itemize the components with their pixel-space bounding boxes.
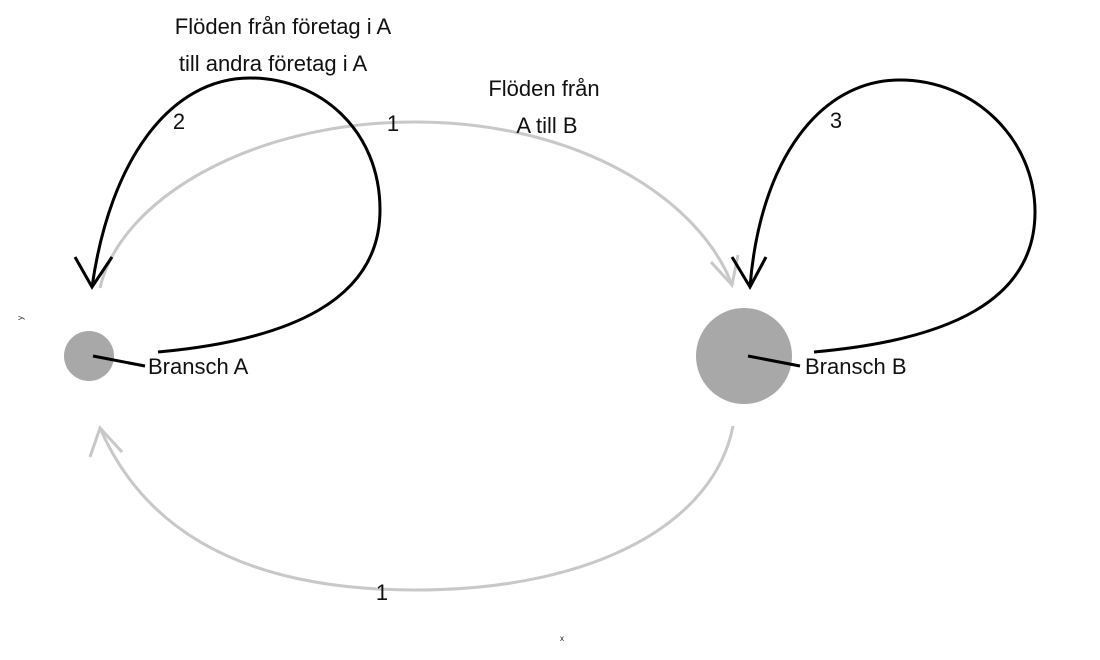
edge-b-to-b [730,78,1037,354]
edge-a-to-a [73,76,382,354]
node-b-leader-line [747,354,801,368]
edge-b-to-a-arrowhead [88,425,124,458]
edge-a-to-b-weight: 1 [387,111,399,136]
node-a-leader-line [92,354,146,368]
edge-a-to-a-arrowhead [73,256,114,290]
node-a-label: Bransch A [148,354,249,379]
node-b-circle[interactable] [696,308,792,404]
edge-a-to-b-line [98,120,734,289]
annotation-within-a-line-2: till andra företag i A [179,51,368,76]
edge-a-to-a-weight: 2 [173,109,185,134]
edge-a-to-b [98,120,740,289]
edge-b-to-b-weight: 3 [830,108,842,133]
edge-b-to-a [88,425,735,592]
edge-b-to-b-line [748,78,1037,354]
edge-b-to-a-weight: 1 [376,580,388,605]
edge-b-to-a-line [98,425,735,592]
axis-x-label: x [560,634,564,643]
edge-a-to-a-line [90,76,382,354]
node-b-label: Bransch B [805,354,907,379]
annotation-a-to-b-line-2: A till B [516,113,577,138]
annotation-within-a-line-1: Flöden från företag i A [175,14,392,39]
annotation-a-to-b-line-1: Flöden från [488,76,599,101]
edge-b-to-b-arrowhead [730,256,768,291]
axis-y-label: y [16,316,25,320]
node-a-circle[interactable] [64,331,114,381]
